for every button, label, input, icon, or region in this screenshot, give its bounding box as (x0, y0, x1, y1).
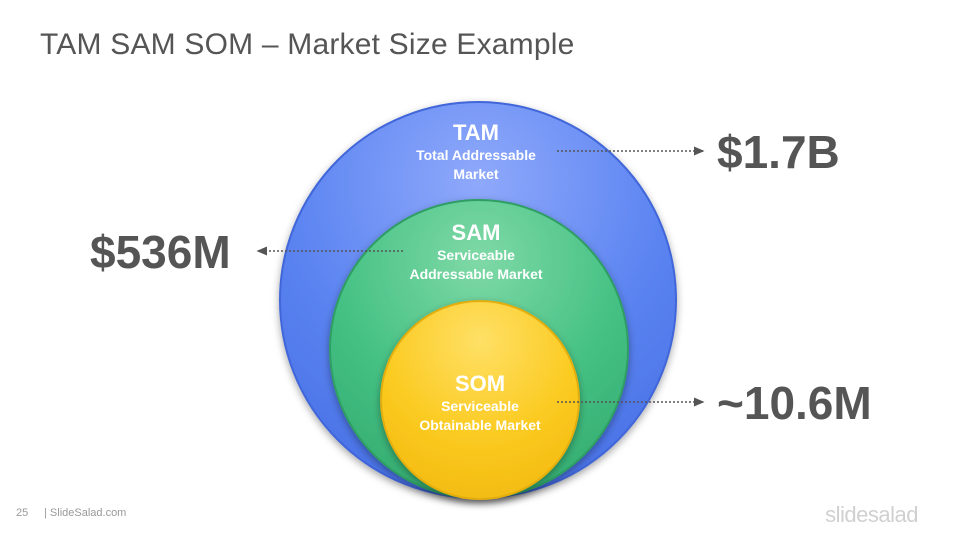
slide-title: TAM SAM SOM – Market Size Example (40, 28, 575, 61)
som-label: SOM Serviceable Obtainable Market (370, 371, 590, 435)
sam-label: SAM Serviceable Addressable Market (366, 220, 586, 284)
som-circle (380, 300, 580, 500)
tam-abbr: TAM (452, 120, 500, 145)
slidesalad-logo: slidesalad (825, 502, 918, 527)
sam-desc-line2: Addressable Market (409, 266, 543, 282)
sam-desc-line1: Serviceable (437, 247, 515, 263)
sam-value: $536M (90, 226, 231, 278)
som-desc-line2: Obtainable Market (419, 417, 541, 433)
page-number: 25 (16, 507, 29, 519)
tam-desc-line1: Total Addressable (416, 147, 536, 163)
sam-abbr: SAM (451, 220, 501, 245)
som-desc-line1: Serviceable (441, 398, 519, 414)
tam-value: $1.7B (717, 126, 840, 178)
footer-brand: | SlideSalad.com (44, 507, 127, 519)
tam-label: TAM Total Addressable Market (366, 120, 586, 184)
som-value: ~10.6M (717, 377, 872, 429)
tam-desc-line2: Market (453, 166, 499, 182)
som-abbr: SOM (454, 371, 506, 396)
